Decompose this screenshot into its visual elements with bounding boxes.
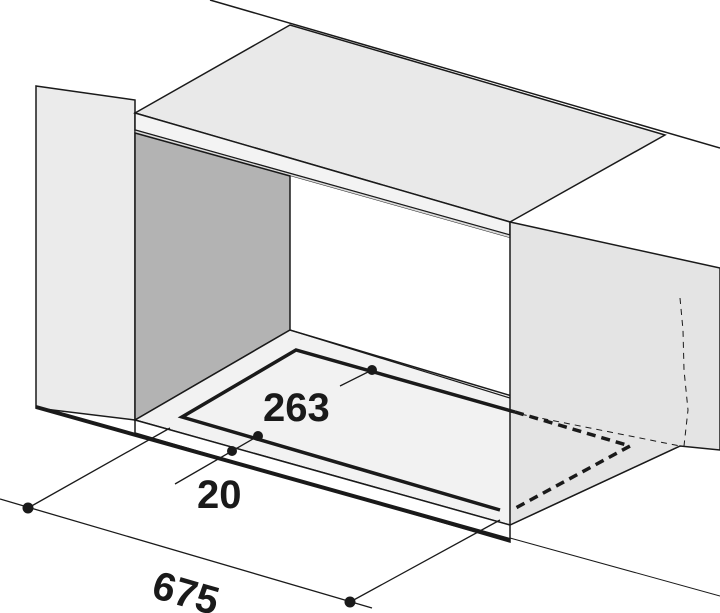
left-cabinet-front — [35, 85, 136, 421]
offset-marker-inner — [253, 431, 263, 441]
width-extension-right — [349, 519, 501, 603]
offset-dimension-line — [174, 435, 259, 485]
width-label: 675 — [148, 563, 224, 613]
depth-dimension-line — [339, 369, 373, 387]
niche-back-wall — [290, 176, 510, 422]
footprint-outline — [177, 348, 516, 512]
offset-marker-outer — [227, 446, 237, 456]
width-marker-right — [344, 596, 356, 608]
appliance-footprint — [177, 348, 635, 512]
depth-label: 263 — [263, 386, 330, 430]
back-wall-floor-edge — [289, 329, 511, 399]
right-cabinet — [509, 221, 720, 597]
right-cabinet-dashed-edge — [679, 297, 689, 447]
right-cabinet-side — [509, 221, 720, 527]
counter-front-edge — [35, 405, 511, 542]
depth-marker — [367, 365, 377, 375]
ceiling-line — [209, 0, 720, 149]
width-marker-left — [22, 502, 34, 514]
left-cabinet — [35, 85, 136, 421]
dimension-lines — [0, 365, 501, 609]
top-panel — [133, 0, 720, 239]
right-cabinet-bottom-dashed — [509, 411, 681, 447]
width-extension-left — [27, 427, 171, 509]
width-dimension-line — [0, 498, 373, 609]
offset-label: 20 — [197, 473, 242, 517]
right-cabinet-bottom-line — [509, 537, 720, 597]
